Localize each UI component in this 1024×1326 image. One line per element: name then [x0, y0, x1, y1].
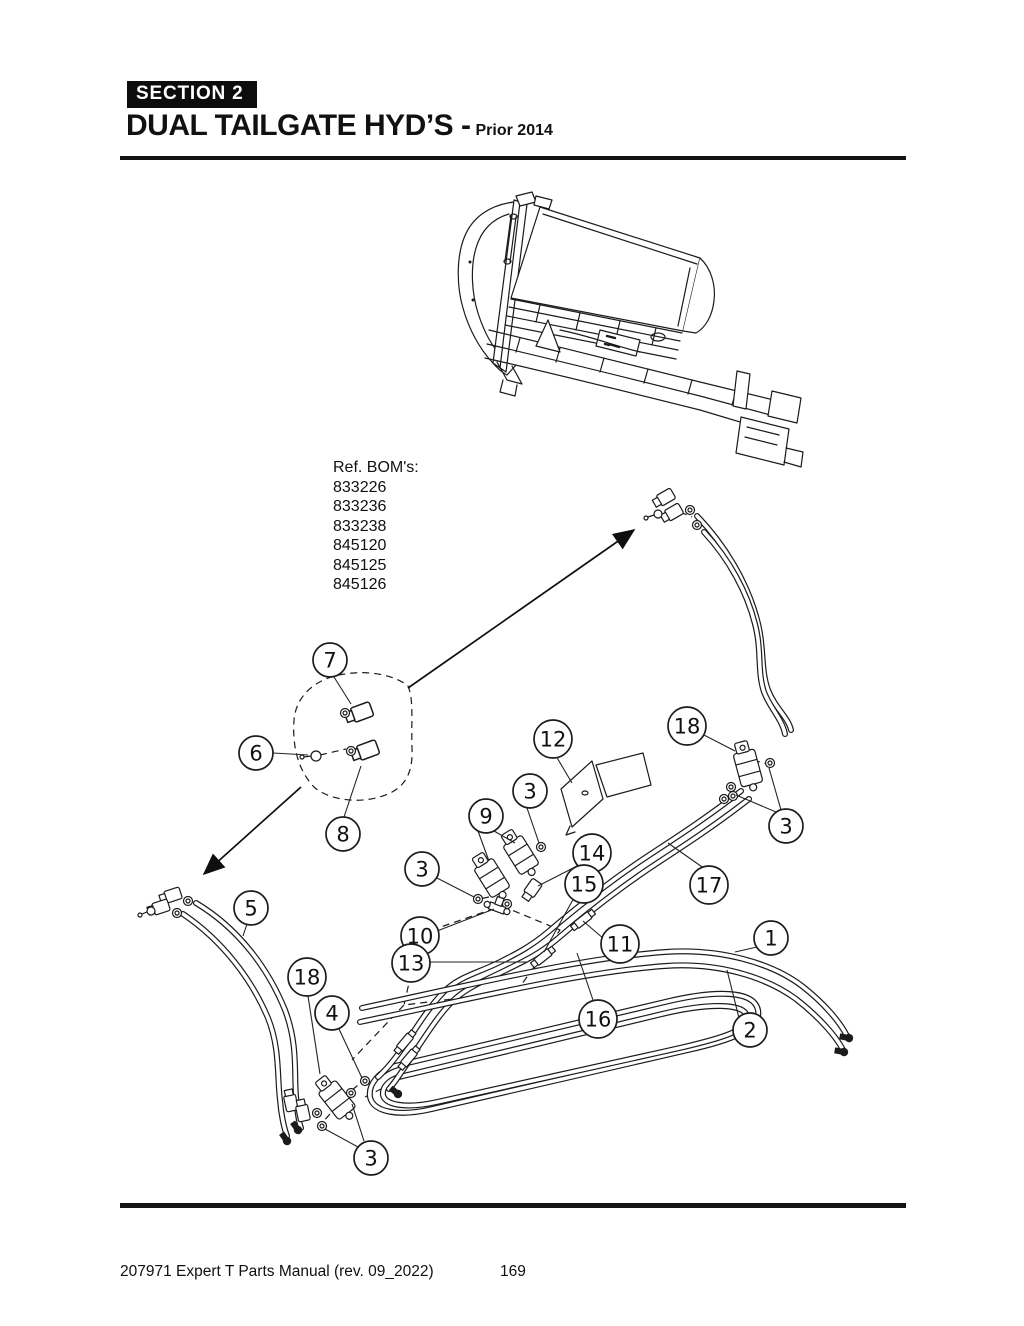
- machine-illustration: [457, 191, 804, 468]
- bom-number: 833238: [333, 517, 387, 535]
- callout-3: 3: [512, 773, 548, 809]
- svg-text:7: 7: [323, 649, 336, 673]
- svg-text:15: 15: [571, 873, 598, 897]
- callout-1: 1: [753, 920, 789, 956]
- footer-rule: [120, 1203, 906, 1208]
- bom-number: 845126: [333, 576, 387, 593]
- callout-7: 7: [312, 642, 348, 678]
- svg-text:3: 3: [364, 1147, 377, 1171]
- page-title: DUAL TAILGATE HYD’S -: [126, 109, 471, 142]
- callout-17: 17: [689, 865, 729, 905]
- svg-text:3: 3: [779, 815, 792, 839]
- bom-list: Ref. BOM's: 833226 833236 833238 845120 8451…: [333, 458, 419, 595]
- callout-6: 6: [238, 735, 274, 771]
- pointer-arrows: [202, 529, 636, 876]
- callout-15: 15: [564, 864, 604, 904]
- callout-16: 16: [578, 999, 618, 1039]
- header-rule: [120, 156, 906, 160]
- svg-text:11: 11: [607, 933, 634, 957]
- hose-right-top: [694, 513, 794, 737]
- bom-number: 833236: [333, 498, 387, 515]
- section-badge: SECTION 2: [127, 81, 257, 108]
- svg-text:8: 8: [336, 823, 349, 847]
- svg-text:4: 4: [325, 1002, 338, 1026]
- page-title-suffix: Prior 2014: [475, 122, 553, 139]
- fittings: [137, 487, 855, 1148]
- callout-8: 8: [325, 816, 361, 852]
- svg-text:12: 12: [540, 728, 567, 752]
- svg-text:1: 1: [764, 927, 777, 951]
- svg-text:6: 6: [249, 742, 262, 766]
- callout-2: 2: [732, 1012, 768, 1048]
- hose-1-2: [357, 948, 850, 1053]
- callout-3: 3: [353, 1140, 389, 1176]
- callout-11: 11: [600, 924, 640, 964]
- svg-text:2: 2: [743, 1019, 756, 1043]
- callout-5: 5: [233, 890, 269, 926]
- svg-text:13: 13: [398, 952, 425, 976]
- bom-heading: Ref. BOM's:: [333, 459, 419, 476]
- svg-text:3: 3: [415, 858, 428, 882]
- leader-lines: [242, 676, 782, 1148]
- callout-9: 9: [468, 798, 504, 834]
- bom-number: 845120: [333, 537, 387, 554]
- svg-text:9: 9: [479, 805, 492, 829]
- footer-page-number: 169: [500, 1263, 526, 1280]
- callout-3: 3: [768, 808, 804, 844]
- svg-text:14: 14: [579, 842, 606, 866]
- svg-text:5: 5: [244, 897, 257, 921]
- callout-3: 3: [404, 851, 440, 887]
- callout-12: 12: [533, 719, 573, 759]
- page-title-row: DUAL TAILGATE HYD’S -Prior 2014: [126, 109, 553, 143]
- svg-text:18: 18: [294, 966, 321, 990]
- callout-14: 14: [572, 833, 612, 873]
- callout-18: 18: [287, 957, 327, 997]
- callout-18: 18: [667, 706, 707, 746]
- callout-13: 13: [391, 943, 431, 983]
- svg-text:3: 3: [523, 780, 536, 804]
- footer-manual-ref: 207971 Expert T Parts Manual (rev. 09_20…: [120, 1263, 434, 1280]
- svg-text:16: 16: [585, 1008, 612, 1032]
- bom-number: 833226: [333, 478, 387, 496]
- svg-text:18: 18: [674, 715, 701, 739]
- svg-text:17: 17: [696, 874, 723, 898]
- callout-4: 4: [314, 995, 350, 1031]
- hose-left-5: [180, 900, 304, 1139]
- bom-number: 845125: [333, 556, 387, 574]
